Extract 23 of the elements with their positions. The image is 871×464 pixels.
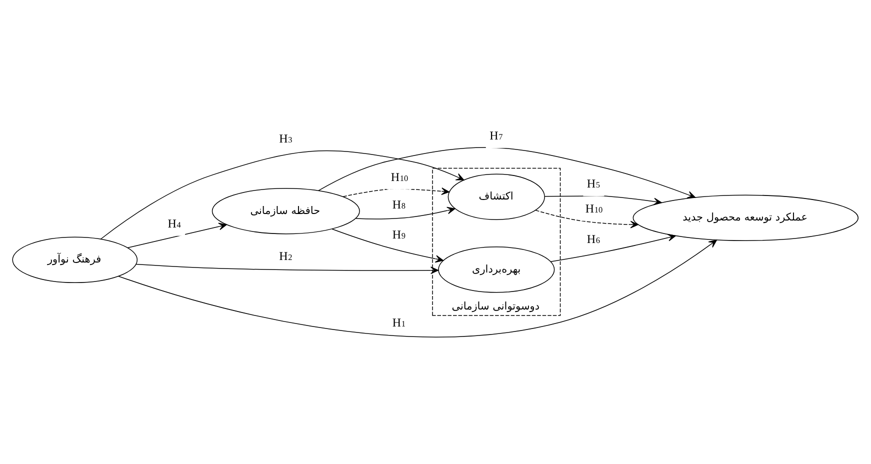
arrow: [100, 150, 464, 240]
arrow: [118, 240, 717, 338]
edge-label: H5: [586, 176, 600, 191]
arrow: [127, 222, 227, 248]
arrow: [550, 234, 676, 262]
edge-label: H10: [585, 201, 603, 216]
edge-label: H6: [586, 232, 600, 246]
edge-label: H3: [279, 132, 292, 146]
arrow: [136, 264, 439, 274]
edge-label: H9: [392, 228, 406, 242]
arrow: [332, 228, 444, 263]
edge-label: H1: [392, 316, 406, 330]
node-ellipse: بهره‌برداری: [438, 246, 555, 293]
node-ellipse: حافظه سازمانی: [212, 188, 360, 234]
arrow: [355, 206, 456, 220]
node-ellipse: فرهنگ نوآور: [12, 236, 138, 284]
edge-label: H4: [168, 216, 181, 230]
edge-label: H8: [392, 198, 406, 212]
arrow: [544, 195, 662, 206]
edge-label: H2: [279, 248, 292, 263]
edge-label: H10: [390, 170, 408, 184]
edge-label: H7: [490, 128, 503, 143]
arrow: [535, 210, 638, 228]
